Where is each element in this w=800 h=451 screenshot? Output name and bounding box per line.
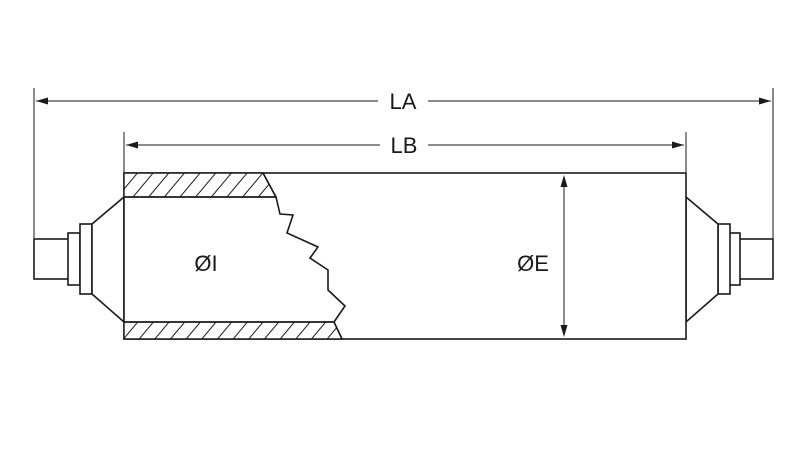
dimension-lb: LB	[123, 132, 687, 172]
dimension-la: LA	[33, 88, 774, 238]
left-fitting-nut-outer	[67, 232, 81, 286]
left-fitting-pipe	[33, 238, 71, 280]
lb-arrow-left	[126, 141, 138, 149]
oi-label: ØI	[194, 251, 217, 276]
left-fitting-nut-inner	[79, 223, 93, 295]
lower-wall-section	[123, 321, 344, 340]
oe-arrow-top	[560, 175, 568, 187]
break-line	[262, 172, 347, 340]
lb-label: LB	[391, 133, 418, 158]
oe-label: ØE	[517, 251, 549, 276]
right-fitting-nut-inner	[717, 223, 731, 295]
right-connector	[685, 195, 774, 324]
oe-arrow-bottom	[560, 325, 568, 337]
left-connector	[33, 195, 125, 324]
lb-arrow-right	[672, 141, 684, 149]
la-arrow-left	[36, 97, 48, 105]
right-end-cone	[685, 195, 719, 324]
left-end-cone	[91, 195, 125, 324]
shell-body	[123, 172, 687, 340]
la-label: LA	[390, 89, 417, 114]
dimension-oe: ØE	[517, 175, 568, 337]
la-arrow-right	[759, 97, 771, 105]
upper-wall-section	[123, 172, 278, 198]
right-fitting-pipe	[737, 238, 774, 280]
